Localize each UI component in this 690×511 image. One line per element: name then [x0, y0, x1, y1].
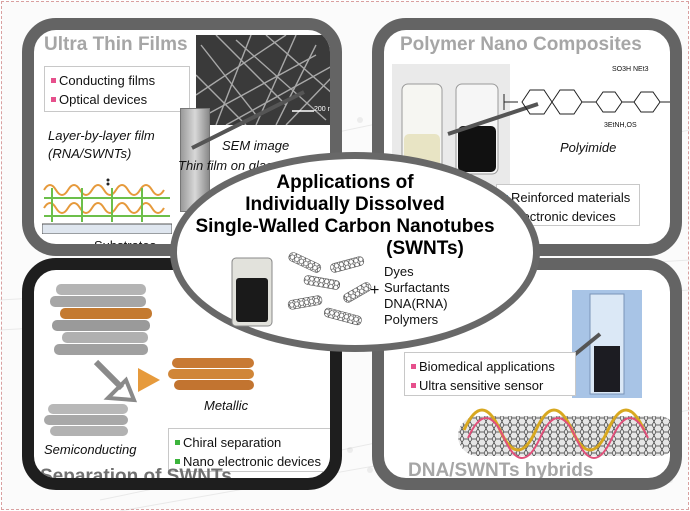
- bullet-conducting-films: Conducting films: [51, 71, 183, 90]
- bullet-nano-electronic-devices: Nano electronic devices: [175, 452, 330, 471]
- center-title-line-2: Individually Dissolved: [245, 194, 445, 215]
- center-title-line-4: (SWNTs): [386, 238, 464, 259]
- panel-title-dna-swnts-hybrids: DNA/SWNTs hybrids: [408, 460, 594, 481]
- chem-so3h-label: SO3H NEt3: [612, 66, 649, 73]
- thin-films-bullet-box: Conducting films Optical devices: [44, 66, 190, 112]
- bullet-biomedical-applications: Biomedical applications: [411, 357, 569, 376]
- center-title-line-3: Single-Walled Carbon Nanotubes: [195, 216, 495, 237]
- semiconducting-label: Semiconducting: [44, 442, 137, 457]
- chem-n-label: n: [672, 114, 677, 123]
- polyimide-label: Polyimide: [560, 140, 617, 155]
- cuvette-photo: [572, 290, 642, 398]
- individual-nanotubes: [287, 252, 372, 326]
- substrates-label: Substrates: [94, 238, 157, 253]
- panel-title-ultra-thin-films: Ultra Thin Films: [44, 34, 188, 55]
- vials-photo: [392, 64, 510, 190]
- polymer-bullet-box: Reinforced materials Electronic devices: [496, 184, 640, 226]
- dispersant-surfactants: Surfactants: [384, 280, 450, 295]
- chem-et3nh-label: 3EtNH,OS: [604, 122, 637, 129]
- separation-illustration: [44, 284, 254, 436]
- polymer-pointer-line: [447, 102, 539, 136]
- panel-dna-swnts-hybrids: Biomedical applications Ultra sensitive …: [372, 258, 682, 490]
- plus-sign: +: [370, 282, 380, 299]
- bullet-chiral-separation: Chiral separation: [175, 433, 330, 452]
- dispersant-dna-rna: DNA(RNA): [384, 296, 448, 311]
- polyimide-structure: [503, 89, 670, 115]
- center-title-line-1: Applications of: [276, 172, 414, 193]
- bullet-ultra-sensitive-sensor: Ultra sensitive sensor: [411, 376, 569, 395]
- pink-bullet-icon: [411, 383, 416, 388]
- panel-ultra-thin-films: Ultra Thin Films Conducting films Optica…: [22, 18, 342, 256]
- layer-by-layer-label: Layer-by-layer film: [48, 128, 155, 143]
- center-title: Applications of Individually Dissolved S…: [0, 172, 690, 260]
- dispersant-polymers: Polymers: [384, 312, 439, 327]
- pink-bullet-icon: [51, 97, 56, 102]
- pink-bullet-icon: [411, 364, 416, 369]
- metallic-label: Metallic: [204, 398, 249, 413]
- panel-title-polymer-nano-composites: Polymer Nano Composites: [400, 34, 642, 55]
- green-bullet-icon: [175, 440, 180, 445]
- dispersants-list: Dyes Surfactants DNA(RNA) Polymers: [384, 264, 450, 328]
- separation-bullet-box: Chiral separation Nano electronic device…: [168, 428, 330, 472]
- sem-image-label: SEM image: [222, 138, 290, 153]
- sem-image: [196, 35, 330, 125]
- panel-title-separation-of-swnts: Separation of SWNTs: [40, 466, 232, 487]
- layer-by-layer-film-illustration: [42, 178, 172, 234]
- dna-bullet-box: Biomedical applications Ultra sensitive …: [404, 352, 576, 396]
- rna-swnts-label: (RNA/SWNTs): [48, 146, 132, 161]
- pointer-line: [191, 90, 305, 150]
- pink-bullet-icon: [51, 78, 56, 83]
- swnt-solution-vial: [231, 257, 273, 327]
- dispersant-dyes: Dyes: [384, 264, 414, 279]
- sem-scale-label: 200 nm: [314, 106, 338, 113]
- dna-swnt-hybrid-illustration: [458, 408, 670, 459]
- green-bullet-icon: [175, 459, 180, 464]
- bullet-optical-devices: Optical devices: [51, 90, 183, 109]
